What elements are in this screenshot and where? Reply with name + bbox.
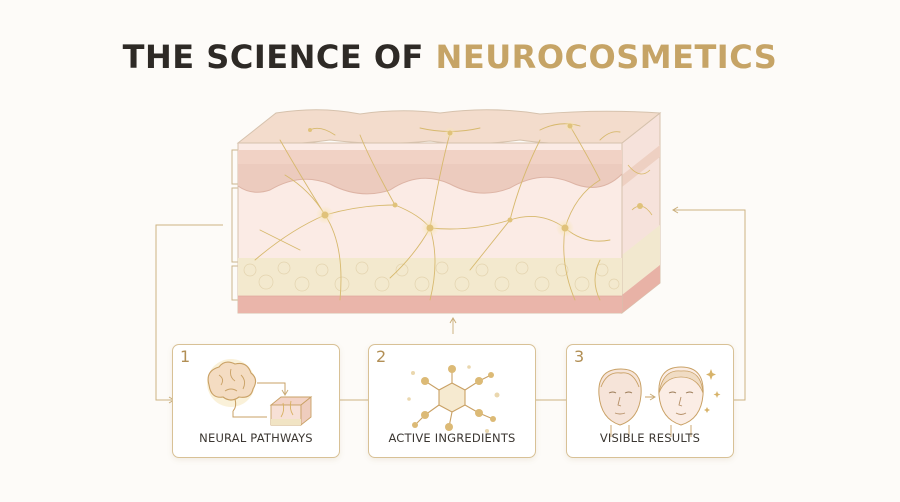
skin-block-side — [621, 111, 661, 315]
arrow-diagram-to-step1 — [155, 224, 223, 404]
step-card-neural-pathways: 1 NEURAL PATHWAYS — [172, 344, 340, 458]
flow-arrows — [155, 206, 746, 404]
step-number: 1 — [180, 347, 191, 366]
step-label: NEURAL PATHWAYS — [199, 431, 313, 445]
step-number: 3 — [574, 347, 585, 366]
step-number: 2 — [376, 347, 387, 366]
face-transformation-icon — [598, 366, 721, 437]
step-label: VISIBLE RESULTS — [599, 431, 701, 445]
arrow-step3-to-diagram — [672, 206, 746, 401]
molecule-icon — [407, 365, 500, 433]
step-card-visible-results: 3 VISIBLE RESULTS — [566, 344, 734, 458]
after-face-icon — [658, 366, 704, 437]
step-label: ACTIVE INGREDIENTS — [388, 431, 516, 445]
title-main: THE SCIENCE OF — [122, 38, 436, 76]
before-face-icon — [598, 368, 642, 437]
layer-brackets — [231, 149, 238, 301]
step-card-active-ingredients: 2 ACTIVE INGREDIENTS — [368, 344, 536, 458]
page-title: THE SCIENCE OF NEUROCOSMETICS — [0, 38, 900, 76]
title-accent: NEUROCOSMETICS — [435, 38, 778, 76]
brain-to-skin-icon — [207, 359, 313, 426]
sparkle-icon — [704, 369, 721, 413]
nerve-cells — [308, 120, 576, 237]
